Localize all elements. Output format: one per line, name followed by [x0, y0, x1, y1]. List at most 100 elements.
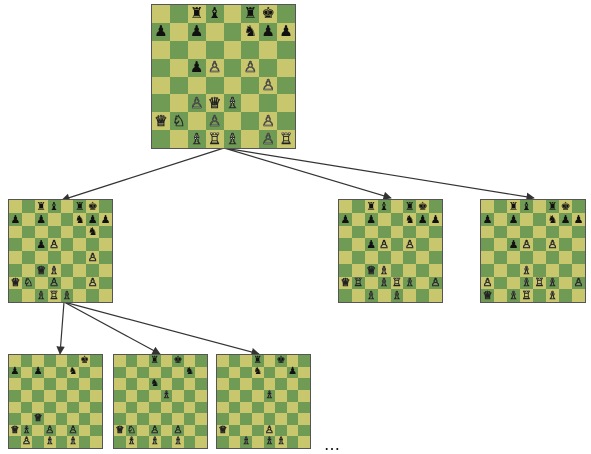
board-square — [148, 366, 161, 379]
white-rook-icon: ♖ — [279, 129, 293, 148]
white-queen-icon: ♕ — [366, 263, 377, 277]
board-square — [390, 263, 404, 277]
board-square: ♟ — [507, 212, 520, 226]
board-square — [67, 378, 79, 390]
board-square — [137, 413, 149, 425]
board-square — [21, 289, 35, 302]
board-square: ♟ — [152, 22, 170, 41]
black-bishop-icon: ♝ — [207, 4, 222, 23]
board-square — [32, 378, 44, 390]
board-square — [275, 401, 287, 414]
board-square: ♞ — [546, 212, 559, 226]
board-square: ♚ — [559, 200, 572, 213]
board-square — [217, 436, 229, 448]
board-square — [494, 289, 507, 302]
board-square — [20, 389, 33, 402]
white-rook-icon: ♖ — [392, 276, 402, 290]
board-square — [90, 355, 102, 367]
board-square — [481, 251, 494, 264]
board-square: ♜ — [364, 200, 378, 213]
board-square — [416, 276, 430, 290]
board-square: ♞ — [403, 212, 417, 226]
board-square — [169, 22, 188, 41]
board-square — [78, 436, 91, 448]
board-square: ♖ — [351, 276, 365, 290]
board-square: ♗ — [67, 436, 79, 448]
board-square — [73, 263, 87, 277]
white-pawn-icon: ♙ — [261, 111, 275, 130]
black-knight-icon: ♞ — [253, 366, 263, 378]
board-square — [351, 225, 365, 239]
board-square — [137, 378, 149, 390]
board-square — [55, 436, 68, 448]
board-square — [223, 58, 242, 77]
board-square — [148, 401, 161, 414]
board-square — [533, 263, 546, 277]
board-square: ♗ — [275, 436, 287, 448]
board-square — [20, 378, 33, 390]
board-square — [90, 424, 102, 437]
white-bishop-icon: ♗ — [547, 276, 558, 290]
board-square: ♙ — [259, 130, 278, 148]
board-square: ♗ — [520, 263, 533, 277]
board-square: ♜ — [73, 200, 87, 213]
white-bishop-icon: ♗ — [392, 289, 402, 303]
white-bishop-icon: ♗ — [225, 93, 240, 112]
black-king-icon: ♚ — [417, 199, 428, 213]
black-pawn-icon: ♟ — [430, 212, 441, 226]
white-pawn-icon: ♙ — [21, 436, 32, 448]
black-pawn-icon: ♟ — [417, 212, 428, 226]
board-square: ♖ — [277, 130, 295, 148]
white-bishop-icon: ♗ — [547, 289, 558, 303]
white-pawn-icon: ♙ — [264, 424, 275, 436]
black-pawn-icon: ♟ — [10, 366, 20, 378]
black-pawn-icon: ♟ — [33, 366, 43, 378]
board-square — [416, 263, 430, 277]
board-square: ♞ — [251, 366, 264, 379]
board-square — [55, 378, 68, 390]
board-square — [152, 94, 170, 113]
board-square — [286, 424, 299, 437]
black-king-icon: ♚ — [87, 199, 98, 213]
board-square: ♚ — [172, 355, 184, 367]
white-bishop-icon: ♗ — [366, 289, 377, 303]
board-square — [507, 276, 520, 290]
board-square — [494, 200, 507, 213]
board-square: ♕ — [205, 94, 224, 113]
board-square: ♘ — [21, 276, 35, 290]
board-square: ♟ — [99, 212, 112, 226]
board-square — [559, 251, 572, 264]
board-square — [263, 355, 276, 367]
board-square: ♙ — [263, 424, 276, 437]
board-square — [152, 76, 170, 95]
board-square — [86, 289, 100, 302]
board-square: ♙ — [205, 112, 224, 131]
board-square — [240, 355, 252, 367]
board-square — [20, 355, 33, 367]
black-knight-icon: ♞ — [150, 378, 160, 390]
board-square — [228, 389, 241, 402]
white-bishop-icon: ♗ — [276, 436, 286, 448]
board-square — [187, 76, 206, 95]
board-square — [34, 251, 48, 264]
board-square — [217, 389, 229, 402]
board-square — [277, 58, 295, 77]
board-square — [263, 366, 276, 379]
white-bishop-icon: ♗ — [508, 289, 519, 303]
white-pawn-icon: ♙ — [68, 424, 78, 436]
board-square — [351, 251, 365, 264]
board-square: ♟ — [32, 366, 44, 379]
board-square — [9, 251, 22, 264]
white-pawn-icon: ♙ — [261, 75, 275, 94]
board-square — [152, 130, 170, 148]
board-square — [160, 355, 173, 367]
board-square — [47, 251, 61, 264]
black-rook-icon: ♜ — [508, 199, 519, 213]
board-square — [481, 225, 494, 239]
board-square — [21, 200, 35, 213]
board-square — [377, 251, 391, 264]
board-square — [241, 130, 260, 148]
board-square — [240, 389, 252, 402]
board-square — [533, 200, 546, 213]
